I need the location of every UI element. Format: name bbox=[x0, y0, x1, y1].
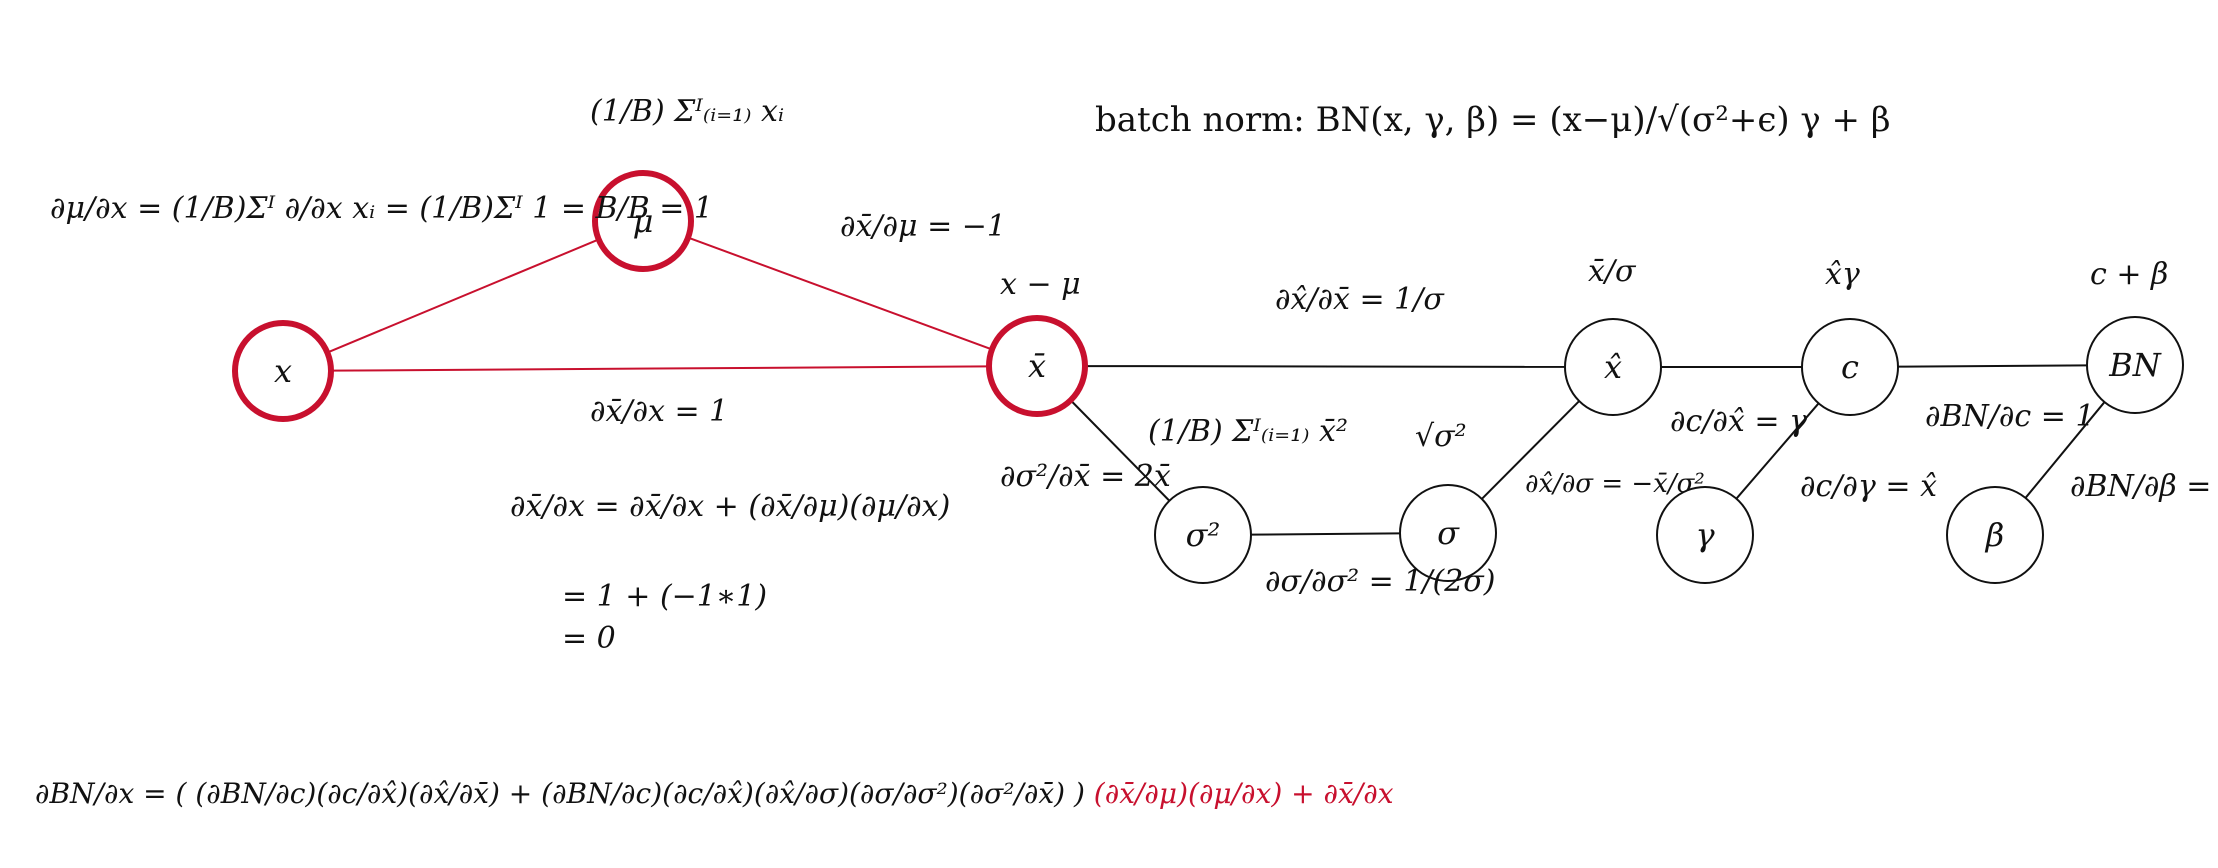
node-beta-label: β bbox=[1985, 516, 2005, 554]
node-x: x bbox=[232, 320, 334, 422]
final-equation-black-part: = ( (∂BN/∂c)(∂c/∂x̂)(∂x̂/∂x̄) + (∂BN/∂c)… bbox=[143, 777, 1085, 810]
node-beta: β bbox=[1946, 486, 2044, 584]
node-gamma: γ bbox=[1656, 486, 1754, 584]
final-equation: ∂BN/∂x = ( (∂BN/∂c)(∂c/∂x̂)(∂x̂/∂x̄) + (… bbox=[35, 777, 1394, 810]
edges-layer bbox=[326, 236, 2106, 536]
bn-definition: c + β bbox=[2090, 257, 2169, 292]
dsigma2-dxbar-label: ∂σ²/∂x̄ = 2x̄ bbox=[1000, 459, 1171, 494]
node-sigma2-label: σ² bbox=[1186, 516, 1221, 554]
edge-xbar-xhat bbox=[1084, 365, 1566, 368]
dxhat-dxbar-label: ∂x̂/∂x̄ = 1/σ bbox=[1275, 282, 1444, 317]
dxbar-dx-label: ∂x̄/∂x = 1 bbox=[590, 394, 729, 429]
node-x-circle bbox=[232, 320, 334, 422]
dsigma-dsigma2-label: ∂σ/∂σ² = 1/(2σ) bbox=[1265, 564, 1496, 599]
node-beta-circle bbox=[1946, 486, 2044, 584]
node-mu-label: μ bbox=[633, 202, 654, 240]
node-x-label: x bbox=[274, 352, 292, 390]
final-equation-red-part: (∂x̄/∂μ)(∂μ/∂x) + ∂x̄/∂x bbox=[1093, 777, 1394, 810]
dbn-dbeta-label: ∂BN/∂β = 1 bbox=[2070, 469, 2218, 504]
node-bn-label: BN bbox=[2108, 346, 2162, 384]
dxhat-dsigma-label: ∂x̂/∂σ = −x̄/σ² bbox=[1525, 469, 1705, 499]
node-sigma2-circle bbox=[1154, 486, 1252, 584]
node-xbar-label: x̄ bbox=[1028, 347, 1046, 385]
node-sigma2: σ² bbox=[1154, 486, 1252, 584]
node-xhat-label: x̂ bbox=[1604, 348, 1622, 386]
total-dxbar-dx-line1: ∂x̄/∂x = ∂x̄/∂x + (∂x̄/∂μ)(∂μ/∂x) bbox=[510, 489, 951, 524]
dxbar-dmu-label: ∂x̄/∂μ = −1 bbox=[840, 209, 1006, 244]
total-dxbar-dx-line2: = 1 + (−1∗1) bbox=[562, 579, 768, 614]
edge-xbar-sigma2 bbox=[1069, 399, 1171, 502]
node-gamma-circle bbox=[1656, 486, 1754, 584]
total-dxbar-dx-line3: = 0 bbox=[562, 621, 616, 656]
node-bn: BN bbox=[2086, 316, 2184, 414]
node-c: c bbox=[1801, 318, 1899, 416]
node-gamma-label: γ bbox=[1695, 516, 1715, 554]
edge-gamma-c bbox=[1735, 402, 1820, 500]
dbn-dc-label: ∂BN/∂c = 1 bbox=[1925, 399, 2095, 434]
xbar-definition: x − μ bbox=[1000, 267, 1081, 302]
c-definition: x̂γ bbox=[1825, 257, 1860, 292]
node-bn-circle bbox=[2086, 316, 2184, 414]
node-sigma: σ bbox=[1399, 484, 1497, 582]
node-xbar: x̄ bbox=[986, 315, 1088, 417]
final-equation-lhs: ∂BN/∂x bbox=[35, 777, 135, 810]
sigma-definition: √σ² bbox=[1415, 419, 1467, 454]
edge-x-mu bbox=[326, 238, 600, 354]
dmu-dx-derivation: ∂μ/∂x = (1/B)Σᴵ ∂/∂x xᵢ = (1/B)Σᴵ 1 = B/… bbox=[50, 191, 714, 226]
node-c-circle bbox=[1801, 318, 1899, 416]
node-mu-circle bbox=[592, 170, 694, 272]
edge-sigma-xhat bbox=[1481, 400, 1580, 500]
node-xhat-circle bbox=[1564, 318, 1662, 416]
node-xbar-circle bbox=[986, 315, 1088, 417]
sigma2-definition: (1/B) Σᴵ₍ᵢ₌₁₎ x̄² bbox=[1148, 414, 1348, 449]
edge-c-bn bbox=[1897, 364, 2088, 368]
xhat-definition: x̄/σ bbox=[1588, 254, 1636, 289]
dc-dxhat-label: ∂c/∂x̂ = γ bbox=[1670, 404, 1807, 439]
edge-beta-bn bbox=[2024, 401, 2106, 499]
node-mu: μ bbox=[592, 170, 694, 272]
batch-norm-title: batch norm: BN(x, γ, β) = (x−μ)/√(σ²+ϵ) … bbox=[1095, 100, 1891, 140]
node-sigma-circle bbox=[1399, 484, 1497, 582]
edge-sigma2-sigma bbox=[1250, 532, 1401, 536]
edge-mu-xbar bbox=[687, 236, 993, 351]
node-c-label: c bbox=[1841, 348, 1859, 386]
node-xhat: x̂ bbox=[1564, 318, 1662, 416]
node-sigma-label: σ bbox=[1437, 514, 1460, 552]
mu-definition: (1/B) Σᴵ₍ᵢ₌₁₎ xᵢ bbox=[590, 94, 784, 129]
dc-dgamma-label: ∂c/∂γ = x̂ bbox=[1800, 469, 1937, 504]
edge-x-xbar bbox=[330, 365, 990, 372]
